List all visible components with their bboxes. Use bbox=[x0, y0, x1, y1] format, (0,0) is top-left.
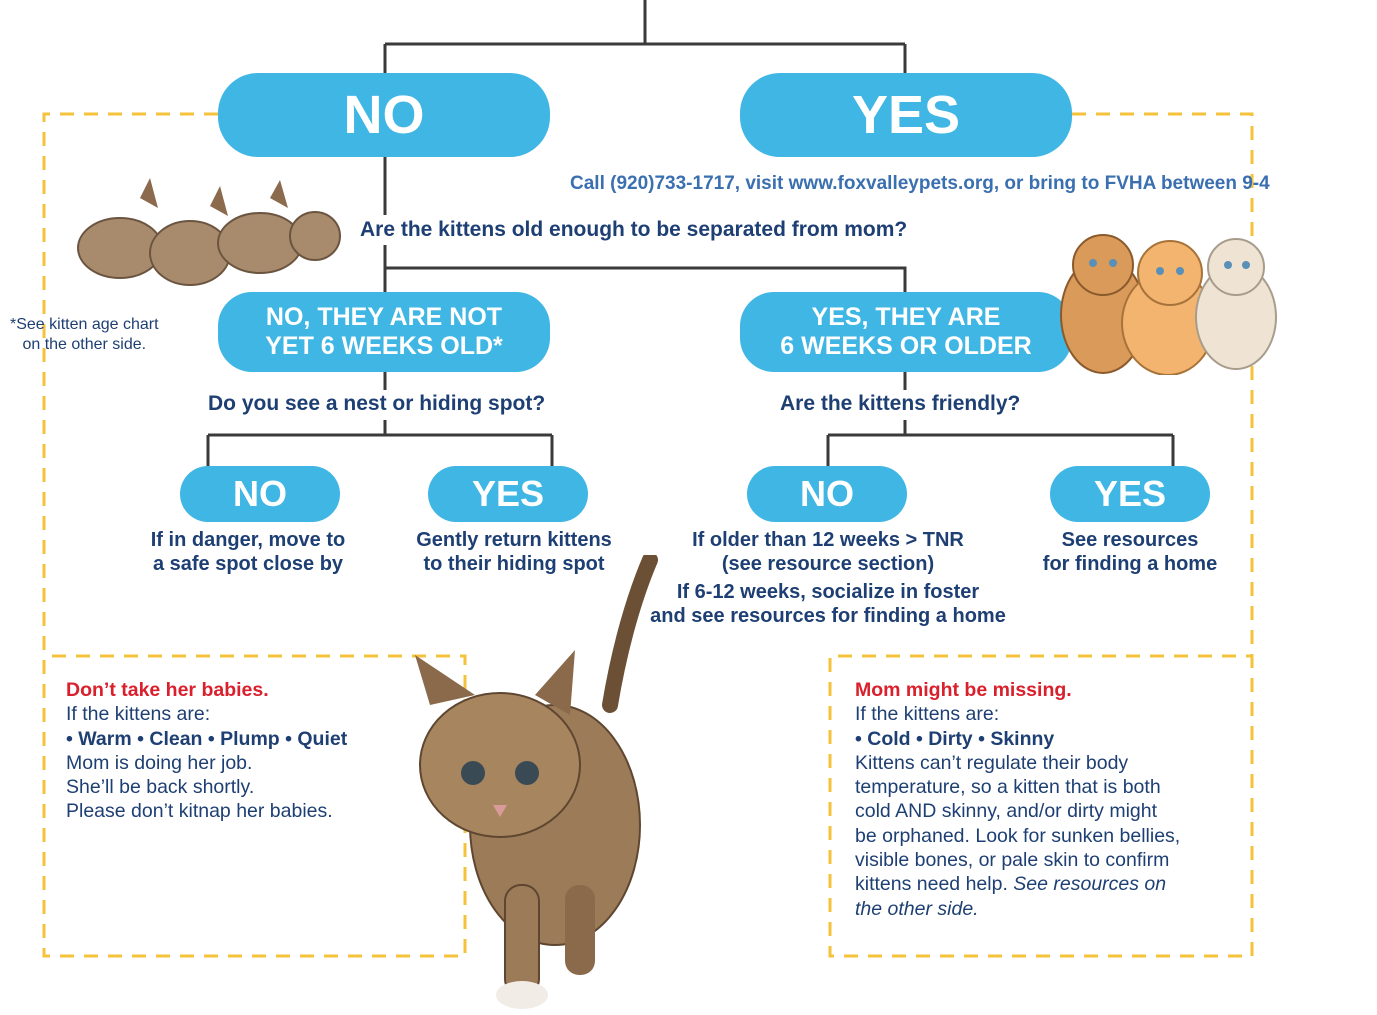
left-body-line-1: Mom is doing her job. bbox=[66, 751, 253, 774]
not-old-line-1: NO, THEY ARE NOT bbox=[265, 303, 503, 331]
question-nest: Do you see a nest or hiding spot? bbox=[208, 392, 546, 415]
top-yes-label: YES bbox=[851, 85, 961, 145]
right-body-line-4: be orphaned. Look for sunken bellies, bbox=[855, 824, 1181, 847]
right-info-box: Mom might be missing. If the kittens are… bbox=[855, 678, 1180, 921]
question-friendly: Are the kittens friendly? bbox=[780, 392, 1021, 415]
three-kittens-image bbox=[1060, 234, 1277, 375]
contact-prefix: Call (920)733-1717, visit bbox=[570, 173, 789, 194]
nest-branch-line bbox=[206, 372, 554, 468]
walking-kitten-image bbox=[415, 555, 658, 1009]
old-line-2: 6 WEEKS OR OLDER bbox=[780, 332, 1032, 360]
left-dashed-border bbox=[42, 112, 467, 958]
top-branch-line bbox=[383, 0, 907, 78]
contact-line: Call (920)733-1717, visit www.foxvalleyp… bbox=[570, 173, 1270, 195]
friendly-no-answer-line-1: If older than 12 weeks > TNR bbox=[692, 529, 964, 551]
nest-yes-answer-line-1: Gently return kittens bbox=[416, 529, 612, 551]
right-body-line-3: cold AND skinny, and/or dirty might bbox=[855, 800, 1158, 823]
right-body-italic-2: the other side. bbox=[855, 897, 979, 920]
right-dashed-border bbox=[828, 112, 1254, 958]
nest-no-answer: If in danger, move to a safe spot close … bbox=[148, 528, 348, 576]
friendly-yes-label: YES bbox=[1093, 473, 1167, 514]
friendly-no-socialize: If 6-12 weeks, socialize in foster and s… bbox=[640, 580, 1016, 628]
question-age: Are the kittens old enough to be separat… bbox=[360, 218, 908, 241]
age-chart-note: *See kitten age chart on the other side. bbox=[10, 315, 159, 355]
contact-suffix: , or bring to FVHA between 9-4 bbox=[993, 173, 1270, 194]
left-body-line-2: She’ll be back shortly. bbox=[66, 776, 255, 799]
old-line-1: YES, THEY ARE bbox=[811, 303, 1001, 331]
right-heading: Mom might be missing. bbox=[855, 679, 1072, 701]
tree-lines bbox=[206, 0, 1175, 468]
nest-no-answer-line-1: If in danger, move to bbox=[150, 529, 346, 551]
left-intro: If the kittens are: bbox=[66, 703, 211, 726]
top-yes-pill: YES bbox=[740, 73, 1072, 157]
age-branch-line bbox=[383, 156, 907, 292]
right-body-line-6: kittens need help. See resources on bbox=[855, 872, 1180, 896]
website-link[interactable]: www.foxvalleypets.org bbox=[788, 173, 994, 194]
friendly-no-label: NO bbox=[800, 473, 854, 514]
left-body-line-3: Please don’t kitnap her babies. bbox=[66, 800, 333, 823]
friendly-no-answer-line-2: (see resource section) bbox=[721, 553, 935, 575]
newborn-kittens-image bbox=[77, 178, 341, 286]
right-intro: If the kittens are: bbox=[855, 703, 1000, 726]
right-bullets: • Cold • Dirty • Skinny bbox=[855, 727, 1055, 750]
left-heading: Don’t take her babies. bbox=[66, 679, 269, 701]
left-bullets: • Warm • Clean • Plump • Quiet bbox=[66, 727, 348, 750]
nest-no-pill: NO bbox=[180, 466, 340, 522]
socialize-line-1: If 6-12 weeks, socialize in foster bbox=[676, 581, 980, 603]
right-body-line-1: Kittens can’t regulate their body bbox=[855, 751, 1129, 774]
right-body-line-5: visible bones, or pale skin to confirm bbox=[855, 849, 1170, 872]
friendly-yes-answer: See resources for finding a home bbox=[1030, 528, 1230, 576]
socialize-line-2: and see resources for finding a home bbox=[650, 605, 1006, 627]
age-note-line-1: *See kitten age chart bbox=[10, 316, 159, 333]
top-no-pill: NO bbox=[218, 73, 550, 157]
nest-no-answer-line-2: a safe spot close by bbox=[152, 553, 344, 575]
friendly-no-pill: NO bbox=[747, 466, 907, 522]
nest-no-label: NO bbox=[233, 473, 287, 514]
age-note-line-2: on the other side. bbox=[22, 336, 147, 353]
friendly-branch-line bbox=[826, 372, 1175, 468]
nest-yes-label: YES bbox=[471, 473, 545, 514]
top-no-label: NO bbox=[343, 85, 425, 145]
nest-yes-answer: Gently return kittens to their hiding sp… bbox=[408, 528, 620, 576]
nest-yes-answer-line-2: to their hiding spot bbox=[423, 553, 605, 575]
not-old-line-2: YET 6 WEEKS OLD* bbox=[265, 332, 503, 360]
friendly-yes-answer-line-2: for finding a home bbox=[1042, 553, 1218, 575]
friendly-no-answer: If older than 12 weeks > TNR (see resour… bbox=[668, 528, 988, 576]
dashed-borders bbox=[42, 112, 1254, 958]
right-body-italic-1: See resources on bbox=[1013, 873, 1167, 896]
nest-yes-pill: YES bbox=[428, 466, 588, 522]
friendly-yes-pill: YES bbox=[1050, 466, 1210, 522]
right-body-line-2: temperature, so a kitten that is both bbox=[855, 776, 1161, 799]
right-body-line-7: the other side. bbox=[855, 897, 1180, 921]
left-info-box: Don’t take her babies. If the kittens ar… bbox=[66, 678, 347, 824]
friendly-yes-answer-line-1: See resources bbox=[1061, 529, 1199, 551]
right-body-last: kittens need help. bbox=[855, 873, 1014, 896]
